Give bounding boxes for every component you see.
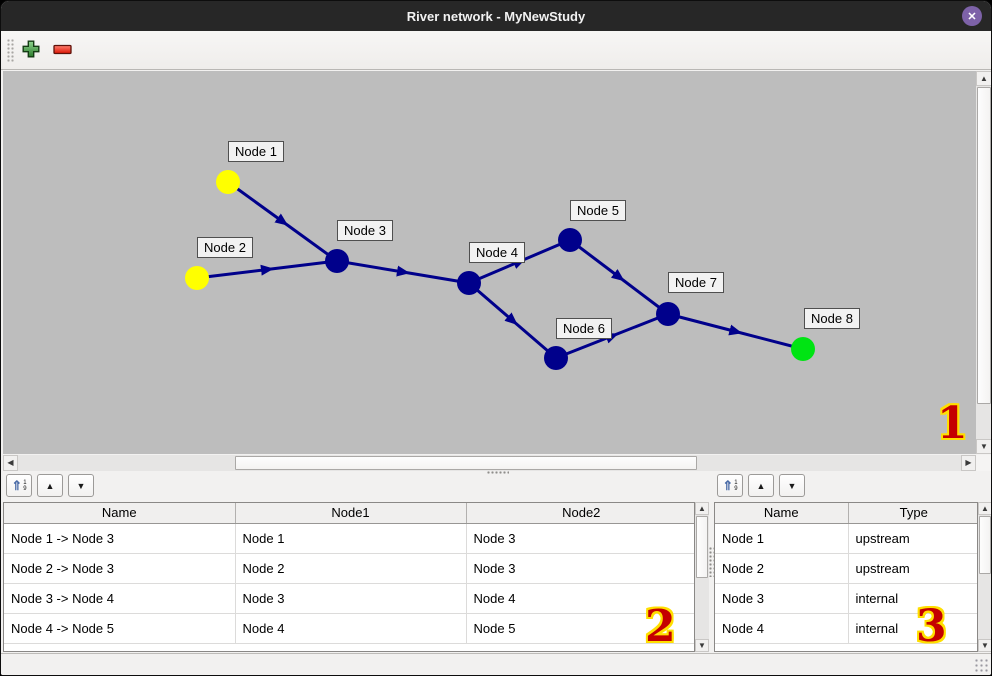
network-edge[interactable] xyxy=(569,238,669,316)
nodes-move-up-button[interactable]: ▲ xyxy=(748,474,774,497)
table-cell[interactable]: Node 3 xyxy=(466,553,694,584)
network-edge[interactable] xyxy=(555,312,669,360)
table-cell[interactable]: Node 4 -> Node 5 xyxy=(4,613,236,644)
close-icon[interactable]: ✕ xyxy=(962,6,982,26)
scroll-left-arrow-icon[interactable]: ◀ xyxy=(3,455,18,471)
table-cell[interactable]: internal xyxy=(848,583,977,614)
status-bar xyxy=(1,653,991,675)
network-edge[interactable] xyxy=(667,312,804,351)
nodes-table-vscrollbar-thumb[interactable] xyxy=(979,516,991,574)
scrollbar-corner xyxy=(976,455,991,471)
canvas-hscrollbar-thumb[interactable] xyxy=(235,456,697,470)
table-cell[interactable]: Node 2 xyxy=(715,553,849,584)
table-cell[interactable]: Node 1 xyxy=(235,523,467,554)
network-node[interactable] xyxy=(185,266,209,290)
nodes-table-vscrollbar[interactable]: ▲ ▼ xyxy=(978,502,991,652)
table-cell[interactable]: Node 1 -> Node 3 xyxy=(4,523,236,554)
scroll-up-arrow-icon[interactable]: ▲ xyxy=(978,502,991,515)
node-label[interactable]: Node 1 xyxy=(228,141,284,162)
network-node[interactable] xyxy=(325,249,349,273)
node-label[interactable]: Node 4 xyxy=(469,242,525,263)
edges-move-up-button[interactable]: ▲ xyxy=(37,474,63,497)
network-edge[interactable] xyxy=(468,281,557,360)
table-cell[interactable]: Node 3 xyxy=(466,523,694,554)
node-label[interactable]: Node 7 xyxy=(668,272,724,293)
annotation-marker-3: 3 xyxy=(916,601,947,652)
network-edge[interactable] xyxy=(227,180,338,263)
annotation-marker-2: 2 xyxy=(645,601,676,652)
annotation-marker-1: 1 xyxy=(937,398,968,449)
window-resize-grip[interactable] xyxy=(975,659,990,673)
window-title: River network - MyNewStudy xyxy=(406,8,586,24)
table-cell[interactable]: Node 3 xyxy=(235,583,467,614)
table-cell[interactable]: Node 4 xyxy=(715,613,849,644)
table-cell[interactable]: Node 1 xyxy=(715,523,849,554)
canvas-vscrollbar[interactable]: ▲ ▼ xyxy=(976,71,991,454)
table-cell[interactable]: upstream xyxy=(848,523,977,554)
nodes-move-down-button[interactable]: ▼ xyxy=(779,474,805,497)
scroll-down-arrow-icon[interactable]: ▼ xyxy=(976,439,991,454)
vertical-splitter-handle[interactable] xyxy=(709,547,714,577)
network-node[interactable] xyxy=(216,170,240,194)
network-edge[interactable] xyxy=(336,259,470,285)
edges-move-down-button[interactable]: ▼ xyxy=(68,474,94,497)
scroll-down-arrow-icon[interactable]: ▼ xyxy=(695,639,709,652)
table-cell[interactable]: Node 3 -> Node 4 xyxy=(4,583,236,614)
river-network-canvas[interactable]: Node 1 Node 2 Node 3 Node 4 Node 5 Node 6 Node… xyxy=(3,71,976,454)
horizontal-splitter-handle[interactable] xyxy=(487,471,509,475)
column-header[interactable]: Name xyxy=(4,503,236,524)
column-header[interactable]: Node1 xyxy=(235,503,467,524)
network-edge[interactable] xyxy=(196,259,338,280)
scroll-right-arrow-icon[interactable]: ▶ xyxy=(961,455,976,471)
column-header[interactable]: Type xyxy=(848,503,977,524)
scroll-down-arrow-icon[interactable]: ▼ xyxy=(978,639,991,652)
column-header[interactable]: Node2 xyxy=(466,503,694,524)
table-cell[interactable]: Node 2 xyxy=(235,553,467,584)
network-node[interactable] xyxy=(791,337,815,361)
scroll-up-arrow-icon[interactable]: ▲ xyxy=(695,502,709,515)
scroll-up-arrow-icon[interactable]: ▲ xyxy=(976,71,991,86)
node-label[interactable]: Node 3 xyxy=(337,220,393,241)
titlebar[interactable]: River network - MyNewStudy ✕ xyxy=(1,1,991,31)
network-node[interactable] xyxy=(558,228,582,252)
column-header[interactable]: Name xyxy=(715,503,849,524)
table-cell[interactable]: Node 5 xyxy=(466,613,694,644)
remove-icon[interactable] xyxy=(53,43,72,56)
table-cell[interactable]: Node 2 -> Node 3 xyxy=(4,553,236,584)
node-label[interactable]: Node 5 xyxy=(570,200,626,221)
sort-ascending-icon: ⇑ 1 9 xyxy=(722,478,738,493)
table-cell[interactable]: Node 3 xyxy=(715,583,849,614)
table-cell[interactable]: Node 4 xyxy=(466,583,694,614)
canvas-hscrollbar[interactable]: ◀ ▶ xyxy=(3,455,976,471)
table-cell[interactable]: internal xyxy=(848,613,977,644)
node-label[interactable]: Node 8 xyxy=(804,308,860,329)
add-icon[interactable] xyxy=(22,40,40,58)
network-graph xyxy=(185,170,815,370)
edges-sort-button[interactable]: ⇑ 1 9 xyxy=(6,474,32,497)
edges-table-vscrollbar-thumb[interactable] xyxy=(696,516,708,578)
sort-ascending-icon: ⇑ 1 9 xyxy=(11,478,27,493)
nodes-sort-button[interactable]: ⇑ 1 9 xyxy=(717,474,743,497)
table-cell[interactable]: Node 4 xyxy=(235,613,467,644)
network-node[interactable] xyxy=(457,271,481,295)
main-toolbar xyxy=(1,31,991,70)
network-node[interactable] xyxy=(544,346,568,370)
toolbar-grip-handle[interactable] xyxy=(7,39,14,63)
edges-table-vscrollbar[interactable]: ▲ ▼ xyxy=(695,502,709,652)
node-label[interactable]: Node 2 xyxy=(197,237,253,258)
network-node[interactable] xyxy=(656,302,680,326)
table-cell[interactable]: upstream xyxy=(848,553,977,584)
canvas-vscrollbar-thumb[interactable] xyxy=(977,87,991,404)
node-label[interactable]: Node 6 xyxy=(556,318,612,339)
